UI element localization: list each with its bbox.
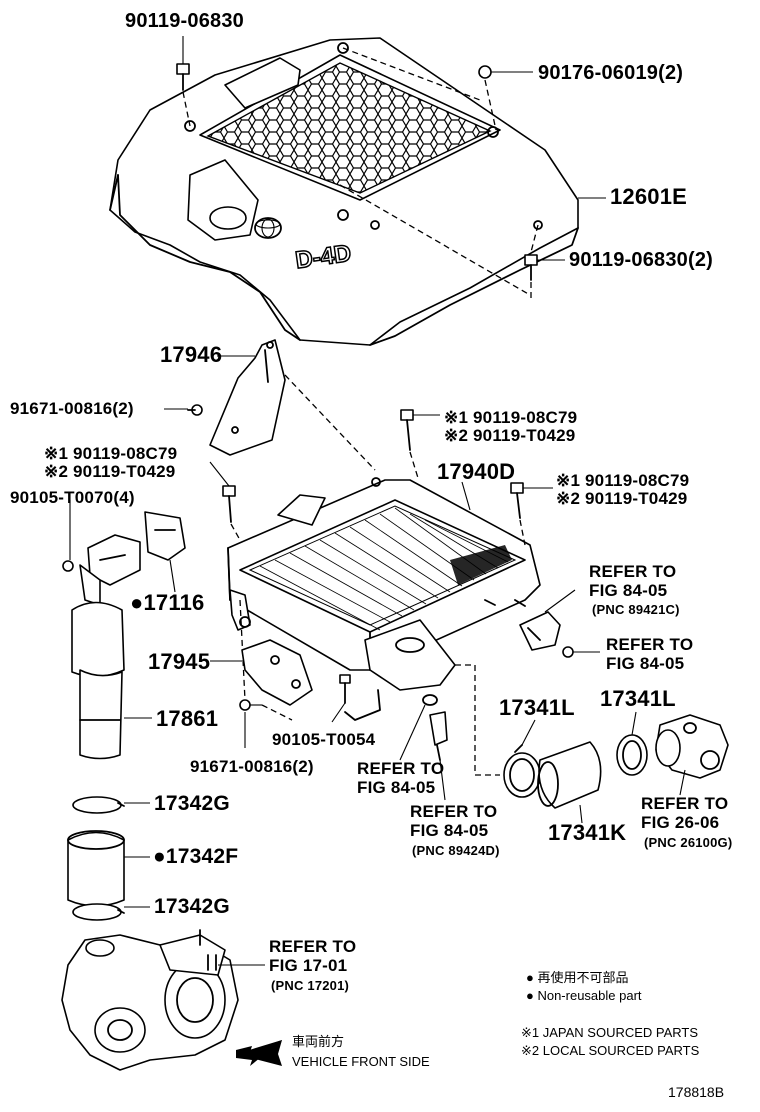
label-90119-06830-2: 90119-06830(2) [569,249,714,271]
ref6-line3: (PNC 17201) [271,978,350,993]
label-bolt-jp-left: ※1 90119-08C79 [44,444,178,463]
ref4-line2[interactable]: FIG 84-05 [410,821,489,840]
ref2-line2[interactable]: FIG 84-05 [606,654,685,673]
ref6-line1[interactable]: REFER TO [269,937,357,956]
label-17861: 17861 [156,706,219,731]
ref6-line2[interactable]: FIG 17-01 [269,956,348,975]
legend-non-reusable-en: ● Non-reusable part [526,988,642,1003]
ref4-line3: (PNC 89424D) [412,843,500,858]
ref1-line3: (PNC 89421C) [592,602,680,617]
label-17946: 17946 [160,342,223,367]
ref3-line1[interactable]: REFER TO [357,759,445,778]
label-91671-00816-bottom: 91671-00816(2) [190,757,314,776]
label-12601E: 12601E [610,184,688,209]
label-bolt-local-right: ※2 90119-T0429 [556,489,688,508]
label-bolt-jp-right: ※1 90119-08C79 [556,471,690,490]
ref5-line3: (PNC 26100G) [644,835,733,850]
label-17342G-bottom: 17342G [154,895,230,918]
engine-cover: D-4D [109,37,579,346]
sensors [399,589,600,801]
intake-pipe-assembly [62,500,186,760]
label-17940D: 17940D [437,459,516,484]
intercooler [227,477,541,721]
legend-japan-sourced: ※1 JAPAN SOURCED PARTS [521,1025,699,1040]
ref5-line1[interactable]: REFER TO [641,794,729,813]
ref5-line2[interactable]: FIG 26-06 [641,813,720,832]
direction-en: VEHICLE FRONT SIDE [292,1054,430,1069]
label-bolt-local-center: ※2 90119-T0429 [444,426,576,445]
legend-non-reusable-ja: ● 再使用不可部品 [526,970,629,985]
front-arrow-head [236,1040,282,1066]
label-90105-T0054: 90105-T0054 [272,730,376,749]
label-90176-06019: 90176-06019(2) [538,62,684,84]
label-bolt-jp-center: ※1 90119-08C79 [444,408,578,427]
label-17341L-left: 17341L [499,695,575,720]
right-hose-assembly [455,664,729,824]
bracket-17945 [210,639,351,748]
label-90105-T0070: 90105-T0070(4) [10,488,135,507]
label-bolt-local-left: ※2 90119-T0429 [44,462,176,481]
bracket-17946 [164,339,376,471]
label-17116: ●17116 [130,590,205,615]
label-17341K: 17341K [548,820,627,845]
label-17341L-right: 17341L [600,686,676,711]
label-17342F: ●17342F [153,845,239,868]
label-91671-00816-top: 91671-00816(2) [10,399,134,418]
turbocharger [61,929,265,1071]
label-90119-06830: 90119-06830 [125,10,244,32]
figure-id: 178818B [668,1084,725,1100]
ref1-line1[interactable]: REFER TO [589,562,677,581]
legend-local-sourced: ※2 LOCAL SOURCED PARTS [521,1043,700,1058]
lower-hose-and-clamps [67,796,150,921]
intercooler-bolts [209,409,553,701]
ref2-line1[interactable]: REFER TO [606,635,694,654]
label-17342G-top: 17342G [154,792,230,815]
cover-fasteners [176,36,606,298]
ref1-line2[interactable]: FIG 84-05 [589,581,668,600]
label-17945: 17945 [148,649,211,674]
direction-ja: 車両前方 [292,1034,345,1049]
ref4-line1[interactable]: REFER TO [410,802,498,821]
ref3-line2[interactable]: FIG 84-05 [357,778,436,797]
